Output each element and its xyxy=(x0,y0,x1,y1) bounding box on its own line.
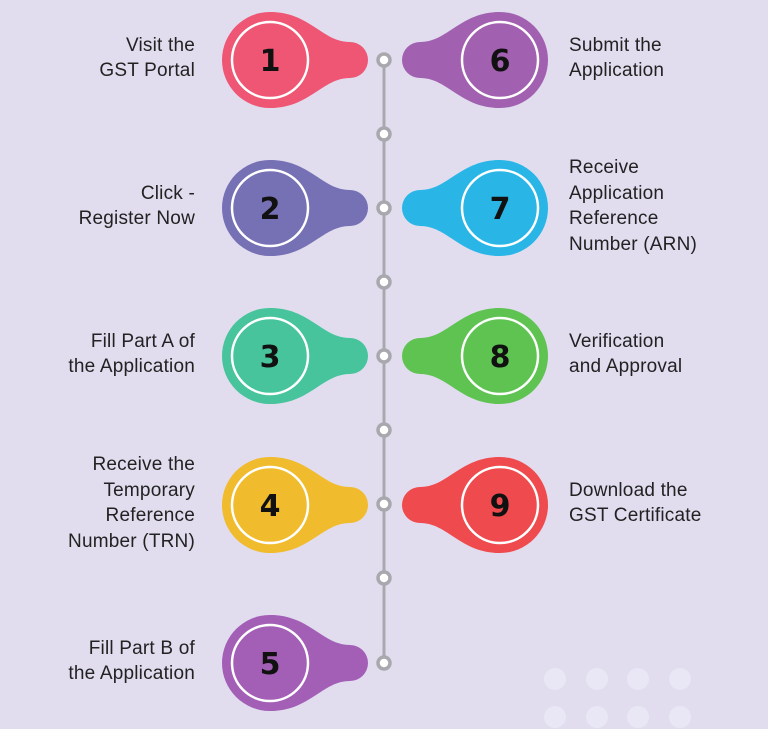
step-3-label: Fill Part A of the Application xyxy=(68,329,195,380)
step-circle xyxy=(222,12,318,108)
decor-dot xyxy=(627,668,649,690)
step-circle xyxy=(452,308,548,404)
step-1-marker: 1 xyxy=(222,12,368,108)
label-line: Application xyxy=(569,60,665,81)
decor-dot xyxy=(586,706,608,728)
label-line: Reference xyxy=(105,505,195,526)
step-6-marker: 6 xyxy=(402,12,548,108)
step-ring xyxy=(460,20,540,100)
step-circle xyxy=(222,308,318,404)
timeline-node xyxy=(376,200,392,216)
step-circle xyxy=(452,457,548,553)
label-line: Reference xyxy=(569,208,659,229)
decor-dot xyxy=(544,706,566,728)
step-circle xyxy=(452,160,548,256)
label-line: Receive xyxy=(569,157,640,178)
step-number: 7 xyxy=(490,192,511,227)
decor-dot xyxy=(544,668,566,690)
step-circle xyxy=(222,457,318,553)
label-line: Number (TRN) xyxy=(68,530,195,552)
label-line: the Application xyxy=(68,663,195,684)
label-line: Visit the xyxy=(125,34,195,56)
step-number: 6 xyxy=(490,44,511,79)
label-line: Temporary xyxy=(103,479,195,501)
decor-dot xyxy=(627,706,649,728)
timeline-node xyxy=(376,274,392,290)
label-line: Fill Part A of xyxy=(90,330,195,352)
timeline-node xyxy=(376,496,392,512)
step-5-marker: 5 xyxy=(222,615,368,711)
label-line: Application xyxy=(569,182,665,204)
step-3-marker: 3 xyxy=(222,308,368,404)
step-9-marker: 9 xyxy=(402,457,548,553)
step-circle xyxy=(222,615,318,711)
step-number: 2 xyxy=(260,192,281,227)
step-number: 5 xyxy=(260,647,281,682)
label-line: Download the xyxy=(569,479,688,501)
timeline-node xyxy=(376,655,392,671)
label-line: Receive the xyxy=(92,454,195,475)
timeline-node xyxy=(376,422,392,438)
step-number: 3 xyxy=(260,340,281,375)
step-4-marker: 4 xyxy=(222,457,368,553)
step-ring xyxy=(230,168,310,248)
label-line: GST Certificate xyxy=(569,505,702,526)
label-line: Submit the xyxy=(569,34,662,56)
step-8-label: Verification and Approval xyxy=(569,329,682,380)
label-line: the Application xyxy=(68,356,195,377)
step-8-marker: 8 xyxy=(402,308,548,404)
decorative-dots xyxy=(544,668,691,728)
timeline-node xyxy=(376,126,392,142)
step-ring xyxy=(460,316,540,396)
timeline-node xyxy=(376,348,392,364)
step-ring xyxy=(460,168,540,248)
label-line: Number (ARN) xyxy=(569,233,698,255)
decor-dot xyxy=(669,706,691,728)
step-ring xyxy=(230,316,310,396)
step-ring xyxy=(230,465,310,545)
timeline-node xyxy=(376,52,392,68)
label-line: Register Now xyxy=(78,208,195,229)
step-ring xyxy=(230,20,310,100)
label-line: Fill Part B of xyxy=(88,637,195,659)
timeline-node xyxy=(376,570,392,586)
step-number: 1 xyxy=(260,44,281,79)
step-5-label: Fill Part B of the Application xyxy=(68,636,195,687)
step-number: 8 xyxy=(490,340,511,375)
step-2-label: Click - Register Now xyxy=(79,181,195,232)
step-ring xyxy=(460,465,540,545)
step-circle xyxy=(452,12,548,108)
label-line: GST Portal xyxy=(99,60,195,81)
decor-dot xyxy=(669,668,691,690)
step-number: 9 xyxy=(490,489,511,524)
step-ring xyxy=(230,623,310,703)
step-7-marker: 7 xyxy=(402,160,548,256)
decor-dot xyxy=(586,668,608,690)
label-line: Click - xyxy=(140,182,195,204)
step-circle xyxy=(222,160,318,256)
step-number: 4 xyxy=(260,489,281,524)
label-line: Verification xyxy=(569,330,665,352)
step-2-marker: 2 xyxy=(222,160,368,256)
label-line: and Approval xyxy=(569,356,683,377)
